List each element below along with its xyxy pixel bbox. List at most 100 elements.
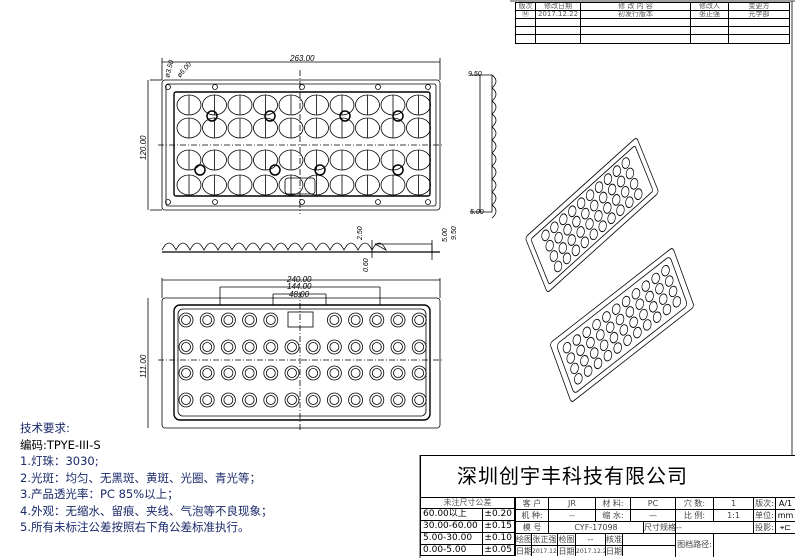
mount-hole	[299, 84, 305, 90]
iso-lens	[559, 213, 568, 226]
iso-lens	[629, 177, 639, 190]
model-value: --	[548, 510, 595, 521]
tech-item: 5.所有未标注公差按照右下角公差标准执行。	[20, 520, 250, 534]
iso-lens	[619, 324, 629, 336]
lens-cup	[348, 365, 364, 381]
lens-cup	[242, 312, 258, 328]
lens-cup	[284, 339, 300, 355]
lens-cup-inner	[287, 342, 297, 352]
iso-lens	[607, 183, 617, 196]
iso-lens	[672, 296, 682, 308]
lens-cup	[305, 392, 321, 408]
dim-bottom-outer-holes: 144.00	[287, 282, 312, 291]
iso-lens	[621, 185, 630, 198]
lens-cup	[326, 392, 342, 408]
scale-value: 1:1	[713, 510, 753, 521]
tolerance-value: ±0.05	[484, 545, 512, 555]
lens-cup	[199, 312, 215, 328]
approved-label: 核准	[605, 534, 622, 545]
checked-date: 2017.12.22	[575, 545, 605, 556]
drawn-label: 绘图	[515, 534, 531, 545]
iso-lens	[562, 252, 572, 265]
tolerance-range: 30.00-60.00	[421, 521, 483, 532]
lens-cup	[178, 392, 194, 408]
lens-cup	[326, 339, 342, 355]
version-label: 版次:	[753, 498, 775, 509]
lens-cup-inner	[371, 342, 382, 352]
title-block: 客 户 JR 材 料: PC 穴 数: 1 版次: A/1 机 种: -- 缩 …	[515, 497, 795, 557]
iso-lens	[563, 223, 572, 236]
title-row-2: 机 种: -- 缩 水: — 比 例: 1:1 单位: mm	[515, 509, 795, 521]
tolerance-title: 未注尺寸公差	[420, 497, 515, 508]
screw-boss	[264, 110, 276, 122]
path-label: 图档路径:	[675, 534, 713, 557]
date-label: 日期	[605, 545, 622, 556]
lens-cup-inner	[223, 315, 234, 325]
lens-cup	[390, 392, 406, 408]
lens-cup-inner	[350, 395, 361, 405]
iso-lens	[603, 202, 612, 214]
dim-hole-large: ø6.00	[176, 61, 193, 79]
lens-cup	[263, 339, 279, 355]
shrink-label: 缩 水:	[595, 510, 630, 521]
mount-hole	[425, 84, 431, 90]
lens-cup	[263, 312, 279, 328]
iso-lens	[599, 191, 608, 204]
iso-lens	[572, 215, 581, 228]
iso-lens	[580, 355, 589, 367]
lens-cup-inner	[308, 395, 319, 405]
lens-cup	[411, 312, 427, 328]
tolerance-value: ±0.20	[484, 509, 512, 519]
lens-cup-inner	[202, 315, 213, 325]
lens-cup	[263, 365, 279, 381]
iso-lens	[651, 272, 660, 285]
checked-value: --	[575, 534, 605, 545]
iso-lens	[582, 326, 591, 338]
revision-dept: 光学部	[748, 11, 770, 18]
lens-cup-inner	[308, 368, 319, 378]
lens-cup-inner	[244, 395, 255, 405]
lens-cup-inner	[202, 342, 213, 352]
cavity-value: 1	[713, 498, 753, 509]
lens-cup-inner	[329, 342, 340, 352]
dim-top-width: 263.00	[289, 54, 315, 63]
iso-lens	[621, 295, 631, 308]
iso-lens	[602, 311, 611, 323]
lens-cup-inner	[393, 315, 403, 325]
col-dept: 变更方	[748, 3, 770, 10]
iso-lens	[554, 231, 563, 244]
tolerance-table: 未注尺寸公差 60.00以上±0.20 30.00-60.00±0.15 5.0…	[420, 497, 515, 556]
drawn-value: 张正强	[531, 534, 557, 545]
lens-cup-inner	[244, 315, 255, 325]
customer-value: JR	[548, 498, 595, 509]
iso-lens	[585, 189, 595, 202]
mount-hole	[375, 84, 381, 90]
lens-cup-inner	[244, 342, 255, 352]
mount-hole	[212, 84, 218, 90]
lens-cup	[411, 339, 427, 355]
lens-cup	[178, 365, 194, 381]
tolerance-range: 60.00以上	[421, 509, 483, 520]
iso-lens	[612, 165, 621, 177]
lens-cup-inner	[414, 395, 425, 405]
lens-cup	[305, 365, 321, 381]
lens-cup-inner	[181, 368, 191, 378]
iso-lens	[625, 306, 635, 318]
iso-lens	[658, 293, 668, 305]
lens-cup-inner	[393, 368, 403, 378]
material-label: 材 料:	[595, 498, 630, 509]
title-row-1: 客 户 JR 材 料: PC 穴 数: 1 版次: A/1	[515, 497, 795, 509]
iso-lens	[612, 303, 621, 315]
lens-cup	[369, 392, 385, 408]
col-version: 版次	[516, 3, 536, 10]
lens-cup	[242, 339, 258, 355]
checked-label: 检图	[557, 534, 575, 545]
col-date: 修改日期	[536, 3, 581, 10]
iso-lens	[562, 341, 572, 354]
iso-lens	[629, 316, 638, 328]
bottom-lens-grid	[178, 312, 427, 408]
tech-requirements: 技术要求: 编码:TPYE-III-S 1.灯珠：3030; 2.光斑：均匀、无…	[20, 420, 272, 536]
dim-hole-small: ø3.50	[164, 59, 175, 78]
iso-lens	[590, 199, 599, 212]
lens-cup-inner	[414, 368, 425, 378]
